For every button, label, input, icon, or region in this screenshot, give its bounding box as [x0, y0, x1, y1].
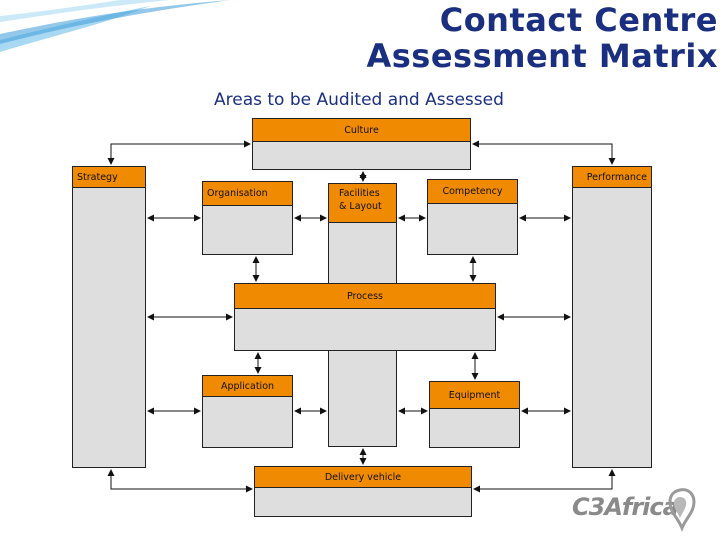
performance-box: [572, 166, 652, 468]
facilities-label-line-2: & Layout: [339, 201, 382, 212]
strategy-box: [72, 166, 146, 468]
decorative-swoosh: [0, 0, 230, 52]
performance-label: Performance: [586, 171, 647, 183]
delivery-vehicle-header: Delivery vehicle: [254, 466, 472, 488]
strategy-header: Strategy: [72, 166, 146, 188]
page-title-line-2: Assessment Matrix: [366, 37, 718, 75]
arrow-strategy-delivery: [107, 469, 253, 493]
organisation-header: Organisation: [202, 181, 293, 206]
performance-header: Performance: [572, 166, 652, 188]
competency-label: Competency: [442, 186, 503, 197]
arrow-culture-performance: [472, 140, 616, 165]
page-title-line-1: Contact Centre: [439, 1, 718, 39]
equipment-label: Equipment: [448, 389, 501, 401]
strategy-label: Strategy: [77, 171, 118, 183]
facilities-label-line-1: Facilities: [339, 188, 380, 199]
arrow-culture-strategy: [107, 140, 251, 165]
delivery-vehicle-label: Delivery vehicle: [324, 471, 402, 483]
logo-text: C3Africa: [572, 493, 679, 521]
facilities-layout-header: Facilities & Layout: [328, 183, 397, 223]
culture-header: Culture: [252, 118, 471, 142]
process-header: Process: [234, 283, 496, 309]
process-label: Process: [346, 290, 384, 302]
equipment-header: Equipment: [429, 381, 520, 409]
competency-header: Competency: [427, 179, 518, 204]
page-subtitle: Areas to be Audited and Assessed: [214, 90, 504, 110]
organisation-label: Organisation: [207, 188, 268, 199]
application-header: Application: [202, 375, 293, 397]
culture-label: Culture: [344, 124, 379, 136]
africa-map-icon: [668, 488, 696, 533]
arrow-delivery-performance: [473, 469, 616, 493]
application-label: Application: [220, 380, 275, 392]
